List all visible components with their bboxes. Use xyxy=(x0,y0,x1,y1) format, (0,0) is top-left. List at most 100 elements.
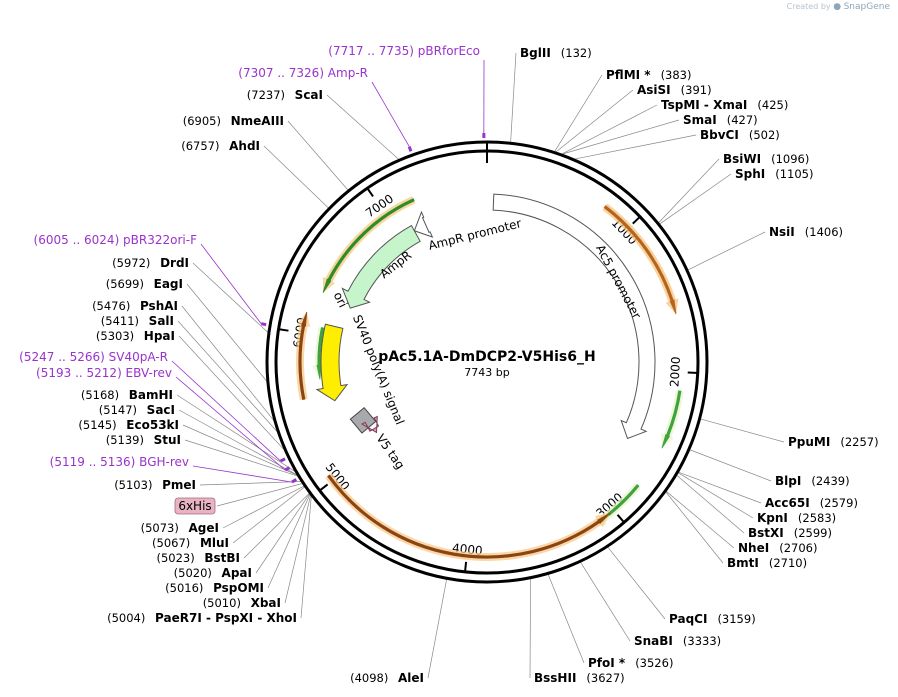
site-position: (2439) xyxy=(811,474,849,488)
restriction-site-label[interactable]: (5168) BamHI xyxy=(81,388,173,402)
site-name: SmaI xyxy=(683,113,717,127)
restriction-site-label[interactable]: (5476) PshAI xyxy=(92,299,178,313)
feature-ampr[interactable] xyxy=(341,224,421,309)
site-name: BamHI xyxy=(129,388,173,402)
restriction-site-label[interactable]: (5147) SacI xyxy=(99,403,175,417)
restriction-site-label[interactable]: SmaI (427) xyxy=(683,113,758,127)
restriction-site-label[interactable]: (5303) HpaI xyxy=(96,329,175,343)
restriction-site-label[interactable]: (5145) Eco53kI xyxy=(78,418,179,432)
site-leader xyxy=(181,305,275,421)
site-position: (5145) xyxy=(78,418,120,432)
site-leader xyxy=(176,394,296,472)
restriction-site-label[interactable]: (6905) NmeAIII xyxy=(183,114,284,128)
site-position: (5073) xyxy=(141,521,183,535)
restriction-site-label[interactable]: SnaBI(3333) xyxy=(634,634,721,648)
site-leader xyxy=(178,409,298,476)
site-position: (6757) xyxy=(181,139,223,153)
primer-label[interactable]: (7717 .. 7735) pBRforEco xyxy=(328,44,480,58)
site-name: SphI xyxy=(735,167,765,181)
site-name: SnaBI xyxy=(634,634,673,648)
restriction-site-label[interactable]: BbvCI(502) xyxy=(700,128,780,142)
restriction-site-label[interactable]: PaqCI(3159) xyxy=(669,612,756,626)
site-name: SacI xyxy=(147,403,175,417)
site-position: (5699) xyxy=(106,277,148,291)
primer-mark[interactable] xyxy=(284,466,291,472)
orf-glow xyxy=(325,473,611,561)
feature-ampr-promoter[interactable] xyxy=(413,210,434,238)
restriction-site-label[interactable]: (7237) ScaI xyxy=(247,88,323,102)
restriction-site-label[interactable]: PflMI *(383) xyxy=(606,68,692,82)
restriction-site-label[interactable]: (5020) ApaI xyxy=(174,566,252,580)
restriction-site-label[interactable]: BlpI(2439) xyxy=(775,474,850,488)
primer-label[interactable]: (5119 .. 5136) BGH-rev xyxy=(50,455,189,469)
site-leader xyxy=(192,262,269,333)
restriction-site-label[interactable]: (5010) XbaI xyxy=(203,596,281,610)
site-name: MluI xyxy=(200,536,229,550)
orf-arrow[interactable] xyxy=(322,198,415,293)
site-name: BstBI xyxy=(204,551,240,565)
restriction-site-label[interactable]: (5139) StuI xyxy=(106,433,181,447)
site-name: PpuMI xyxy=(788,435,830,449)
restriction-site-label[interactable]: Acc65I(2579) xyxy=(765,496,858,510)
restriction-site-label[interactable]: BstXI(2599) xyxy=(748,526,832,540)
restriction-site-label[interactable]: (5699) EagI xyxy=(106,277,183,291)
primer-label[interactable]: (6005 .. 6024) pBR322ori-F xyxy=(34,233,198,247)
site-name: DrdI xyxy=(160,256,189,270)
site-name: PaqCI xyxy=(669,612,707,626)
restriction-site-label[interactable]: NheI(2706) xyxy=(738,541,817,555)
restriction-site-label[interactable]: BglII(132) xyxy=(520,46,592,60)
feature-ac5-promoter[interactable] xyxy=(492,193,656,440)
site-name: PshAI xyxy=(140,299,178,313)
restriction-site-label[interactable]: TspMI - XmaI(425) xyxy=(661,98,788,112)
primer-label[interactable]: (5193 .. 5212) EBV-rev xyxy=(36,366,172,380)
restriction-site-label[interactable]: (5067) MluI xyxy=(152,536,229,550)
restriction-site-label[interactable]: BsiWI(1096) xyxy=(723,152,809,166)
site-name: HpaI xyxy=(144,329,175,343)
restriction-site-label[interactable]: (5411) SalI xyxy=(101,314,174,328)
restriction-site-label[interactable]: (5073) AgeI xyxy=(141,521,219,535)
feature-ori[interactable] xyxy=(315,323,349,402)
site-position: (132) xyxy=(561,46,592,60)
restriction-site-label[interactable]: (5004) PaeR7I - PspXI - XhoI xyxy=(107,611,297,625)
site-position: (7237) xyxy=(247,88,289,102)
site-position: (5411) xyxy=(101,314,143,328)
site-position: (1105) xyxy=(775,167,813,181)
watermark-brand: SnapGene xyxy=(843,2,890,12)
restriction-site-label[interactable]: (5103) PmeI xyxy=(114,478,196,492)
restriction-site-label[interactable]: BmtI(2710) xyxy=(727,556,807,570)
feature-label: SV40 poly(A) signal xyxy=(350,313,407,427)
restriction-site-label[interactable]: (5023) BstBI xyxy=(156,551,240,565)
primer-mark[interactable] xyxy=(291,478,298,484)
his-tag-box[interactable] xyxy=(174,497,216,515)
orf-arrow[interactable] xyxy=(603,205,677,315)
orf-arrow[interactable] xyxy=(661,390,682,449)
orf-arrow[interactable] xyxy=(327,474,611,559)
restriction-site-label[interactable]: PfoI *(3526) xyxy=(588,656,673,670)
site-leader xyxy=(255,493,310,574)
site-leader xyxy=(561,104,658,155)
site-leader xyxy=(243,493,310,559)
restriction-site-label[interactable]: SphI (1105) xyxy=(735,167,814,181)
site-position: (427) xyxy=(727,113,758,127)
feature-sv40-polya[interactable] xyxy=(349,406,377,434)
site-name: TspMI - XmaI xyxy=(661,98,747,112)
restriction-site-label[interactable]: PpuMI(2257) xyxy=(788,435,879,449)
restriction-site-label[interactable]: NsiI(1406) xyxy=(769,225,843,239)
orf-arrow[interactable] xyxy=(298,311,308,400)
primer-label[interactable]: (5247 .. 5266) SV40pA-R xyxy=(19,350,168,364)
restriction-site-label[interactable]: KpnI(2583) xyxy=(757,511,836,525)
restriction-site-label[interactable]: (6757) AhdI xyxy=(181,139,260,153)
primer-mark[interactable] xyxy=(407,146,413,152)
restriction-site-label[interactable]: (5016) PspOMI xyxy=(165,581,264,595)
restriction-site-label[interactable]: BssHII(3627) xyxy=(534,671,625,685)
orf-arrow[interactable] xyxy=(316,327,325,380)
site-name: PflMI * xyxy=(606,68,651,82)
site-position: (5020) xyxy=(174,566,216,580)
restriction-site-label[interactable]: AsiSI(391) xyxy=(637,83,712,97)
primer-mark[interactable] xyxy=(279,457,286,463)
primer-label[interactable]: (7307 .. 7326) Amp-R xyxy=(238,66,368,80)
primer-mark[interactable] xyxy=(260,322,267,327)
restriction-site-label[interactable]: (5972) DrdI xyxy=(112,256,189,270)
restriction-site-label[interactable]: (4098) AleI xyxy=(350,671,424,685)
feature-v5-tag[interactable] xyxy=(360,415,380,434)
